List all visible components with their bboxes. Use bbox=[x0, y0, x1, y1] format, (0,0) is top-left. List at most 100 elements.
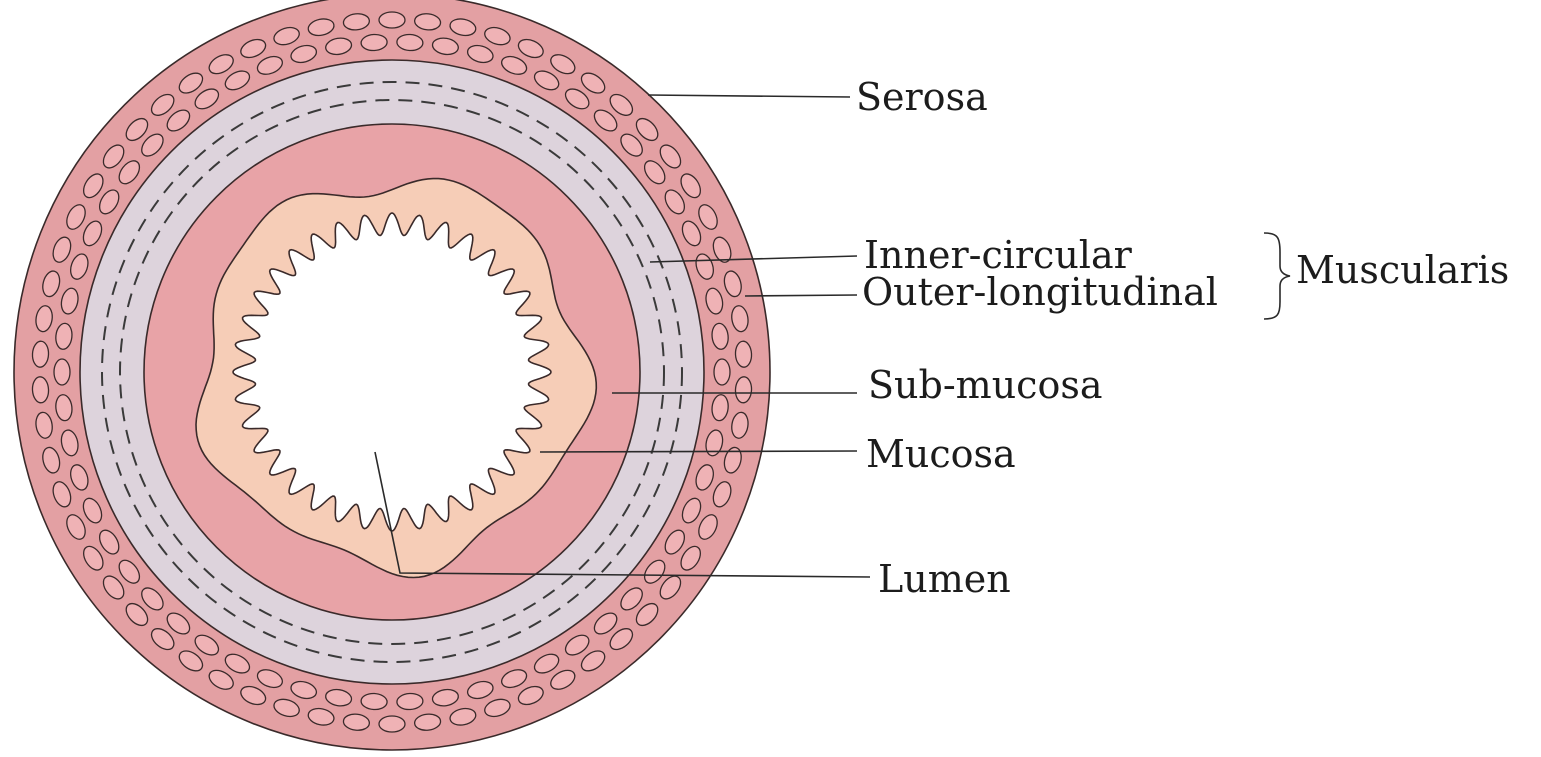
muscle-cell bbox=[240, 685, 267, 706]
muscle-cell bbox=[150, 93, 175, 116]
muscle-cell bbox=[449, 18, 477, 37]
lumen-villi-outline bbox=[232, 212, 552, 532]
muscle-cell bbox=[734, 340, 753, 368]
muscle-cell bbox=[125, 602, 149, 627]
muscle-cell bbox=[82, 497, 103, 524]
muscle-cell bbox=[680, 173, 702, 199]
muscle-cell bbox=[82, 220, 103, 247]
muscle-cell bbox=[378, 11, 406, 29]
muscle-cell bbox=[82, 545, 104, 571]
muscle-cell bbox=[484, 698, 511, 718]
muscle-cell bbox=[593, 109, 618, 132]
muscle-cell bbox=[620, 133, 643, 157]
muscle-cell bbox=[102, 575, 125, 600]
muscle-cell bbox=[680, 545, 702, 571]
muscle-cell bbox=[224, 70, 251, 91]
muscle-cell bbox=[564, 634, 590, 656]
labels: Serosa Inner-circular Outer-longitudinal… bbox=[856, 75, 1509, 601]
muscle-cell bbox=[70, 464, 89, 491]
muscle-cell bbox=[35, 305, 53, 333]
muscle-cell bbox=[325, 688, 353, 707]
muscle-cell bbox=[705, 429, 724, 457]
outer-longitudinal-leader bbox=[744, 294, 858, 297]
muscle-cell bbox=[593, 612, 618, 635]
muscle-cell bbox=[533, 70, 560, 91]
muscle-cell bbox=[118, 160, 141, 185]
muscle-cell bbox=[150, 628, 175, 651]
wall-layers bbox=[13, 0, 771, 751]
muscle-cell bbox=[695, 464, 714, 491]
muscle-cell bbox=[734, 376, 753, 404]
muscularis-brace bbox=[1263, 232, 1291, 320]
muscle-cell bbox=[635, 602, 659, 627]
muscle-cell bbox=[620, 587, 643, 611]
muscle-cell bbox=[307, 18, 335, 37]
inner-circular-label: Inner-circular bbox=[864, 233, 1133, 277]
muscle-cell bbox=[208, 54, 234, 75]
muscle-cell bbox=[431, 688, 459, 707]
muscle-cell bbox=[723, 446, 742, 474]
muscle-cell bbox=[449, 707, 477, 726]
muscle-cell bbox=[178, 72, 204, 94]
muscle-cell bbox=[256, 55, 283, 75]
muscle-cell bbox=[713, 358, 731, 386]
muscle-cell bbox=[731, 411, 749, 439]
circular-fibre-ring bbox=[119, 99, 665, 645]
lumen-leader bbox=[374, 451, 871, 578]
muscle-cell bbox=[52, 236, 72, 263]
muscle-cell bbox=[360, 692, 388, 711]
muscle-cell bbox=[698, 514, 718, 540]
lumen-label: Lumen bbox=[878, 557, 1011, 601]
muscle-cell bbox=[698, 204, 718, 230]
muscle-cell bbox=[82, 173, 104, 199]
muscle-cell bbox=[501, 55, 528, 75]
muscularis-label: Muscularis bbox=[1296, 248, 1509, 292]
muscle-cell bbox=[102, 144, 125, 169]
muscle-cell bbox=[273, 698, 300, 718]
muscle-cell bbox=[98, 529, 120, 555]
muscle-cell bbox=[550, 54, 576, 75]
muscle-cell bbox=[413, 713, 442, 731]
muscle-cell bbox=[723, 270, 742, 298]
muscle-cell bbox=[484, 26, 511, 46]
muscle-cell bbox=[290, 680, 318, 700]
muscle-cell bbox=[35, 411, 53, 439]
muscle-cell bbox=[53, 358, 71, 386]
muscle-cell bbox=[178, 650, 204, 672]
muscle-cell bbox=[396, 692, 424, 711]
muscle-cell bbox=[659, 575, 682, 600]
outer-longitudinal-cells bbox=[31, 11, 753, 733]
muscle-cell bbox=[533, 653, 560, 674]
muscle-cell bbox=[42, 270, 61, 298]
muscle-cell bbox=[307, 707, 335, 726]
muscle-cell bbox=[70, 253, 89, 280]
muscle-cell bbox=[643, 559, 666, 584]
muscle-cell bbox=[118, 559, 141, 584]
inner-circular-dashes bbox=[101, 81, 683, 663]
muscle-cell bbox=[711, 394, 729, 422]
muscle-cell bbox=[240, 38, 267, 59]
muscle-cell bbox=[55, 322, 73, 350]
muscle-cell bbox=[166, 109, 191, 132]
muscle-cell bbox=[98, 189, 120, 215]
muscle-cell bbox=[141, 133, 164, 157]
muscle-cell bbox=[342, 13, 371, 31]
muscle-cell bbox=[396, 33, 424, 52]
muscle-cell bbox=[431, 37, 459, 56]
muscle-cell bbox=[194, 634, 220, 656]
muscle-cell bbox=[712, 481, 732, 508]
muscle-cell bbox=[208, 669, 234, 690]
muscle-cell bbox=[60, 429, 79, 457]
muscle-cell bbox=[659, 144, 682, 169]
muscle-cell bbox=[325, 37, 353, 56]
muscle-cell bbox=[550, 669, 576, 690]
muscle-cell bbox=[580, 650, 606, 672]
muscle-cell bbox=[517, 38, 544, 59]
muscle-cell bbox=[166, 612, 191, 635]
muscle-cell bbox=[664, 189, 686, 215]
circular-fibre-ring bbox=[101, 81, 683, 663]
muscle-cell bbox=[681, 220, 702, 247]
muscle-cell bbox=[705, 287, 724, 315]
mucosa-label: Mucosa bbox=[866, 432, 1016, 476]
